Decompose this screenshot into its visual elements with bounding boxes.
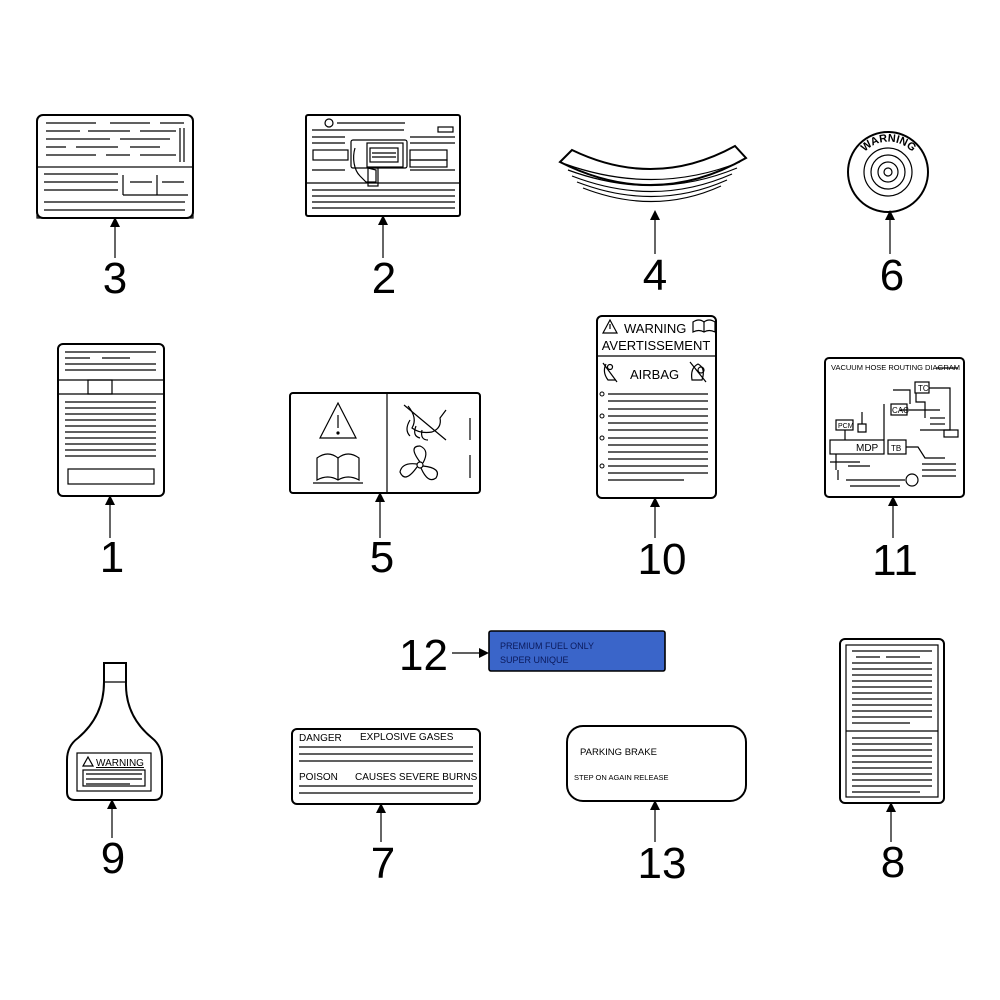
- label-9-coolant-bottle[interactable]: WARNING: [66, 662, 163, 801]
- hand-hazard-icon: [403, 404, 447, 441]
- manual-book-icon: [692, 319, 716, 333]
- airbag-deploy-icon: [689, 361, 707, 383]
- callout-3: 3: [103, 254, 127, 303]
- airbag-label-text: AIRBAG: [630, 367, 679, 382]
- fuel-line-2-text: SUPER UNIQUE: [500, 655, 569, 665]
- label-2-fuel-panel[interactable]: [305, 114, 461, 217]
- caution-triangle-icon: [319, 401, 357, 439]
- fuel-line-1-text: PREMIUM FUEL ONLY: [500, 641, 594, 651]
- label-8-info[interactable]: [839, 638, 945, 804]
- label-1-info[interactable]: [57, 343, 165, 497]
- label-11-vacuum-hose-diagram[interactable]: VACUUM HOSE ROUTING DIAGRAM: [824, 357, 965, 498]
- vacuum-mdp-text: MDP: [856, 443, 879, 454]
- callout-6: 6: [880, 251, 904, 300]
- vacuum-pcm-text: PCM: [838, 423, 854, 430]
- label-7-battery-warning[interactable]: DANGER EXPLOSIVE GASES POISON CAUSES SEV…: [291, 728, 481, 805]
- callout-10: 10: [638, 535, 687, 584]
- vacuum-tb-text: TB: [891, 444, 901, 453]
- label-13-parking-brake[interactable]: PARKING BRAKE STEP ON AGAIN RELEASE: [566, 725, 747, 802]
- battery-burns-text: CAUSES SEVERE BURNS: [355, 772, 478, 783]
- battery-poison-text: POISON: [299, 772, 338, 783]
- battery-explosive-text: EXPLOSIVE GASES: [360, 732, 454, 743]
- airbag-warning-text: WARNING: [624, 321, 686, 336]
- label-3-info[interactable]: [36, 114, 194, 219]
- vacuum-cac-text: CAC: [892, 406, 909, 415]
- callout-11: 11: [872, 536, 918, 585]
- brake-title-text: PARKING BRAKE: [580, 747, 657, 758]
- label-6-round-warning[interactable]: WARNING: [847, 131, 929, 213]
- airbag-avertissement-text: AVERTISSEMENT: [602, 338, 711, 353]
- coolant-warning-text: WARNING: [96, 758, 144, 769]
- battery-danger-text: DANGER: [299, 733, 342, 744]
- label-4-curved[interactable]: [558, 144, 748, 203]
- vacuum-title-text: VACUUM HOSE ROUTING DIAGRAM: [831, 363, 960, 372]
- fan-icon: [399, 445, 439, 481]
- label-10-airbag-warning[interactable]: WARNING AVERTISSEMENT AIRBAG: [596, 315, 717, 499]
- callout-13: 13: [638, 839, 687, 888]
- callout-12: 12: [399, 631, 448, 680]
- label-5-pictogram[interactable]: [289, 392, 481, 494]
- callout-4: 4: [643, 251, 667, 300]
- vacuum-tc-text: TC: [918, 384, 929, 393]
- brake-instruction-text: STEP ON AGAIN RELEASE: [574, 773, 668, 782]
- callout-2: 2: [372, 254, 396, 303]
- callout-9: 9: [101, 834, 125, 883]
- child-seat-icon: [602, 362, 618, 383]
- callout-7: 7: [371, 839, 395, 888]
- manual-book-icon: [313, 453, 363, 484]
- callout-8: 8: [881, 838, 905, 887]
- callout-1: 1: [100, 533, 124, 582]
- label-12-premium-fuel[interactable]: PREMIUM FUEL ONLY SUPER UNIQUE: [488, 630, 666, 672]
- callout-5: 5: [370, 533, 394, 582]
